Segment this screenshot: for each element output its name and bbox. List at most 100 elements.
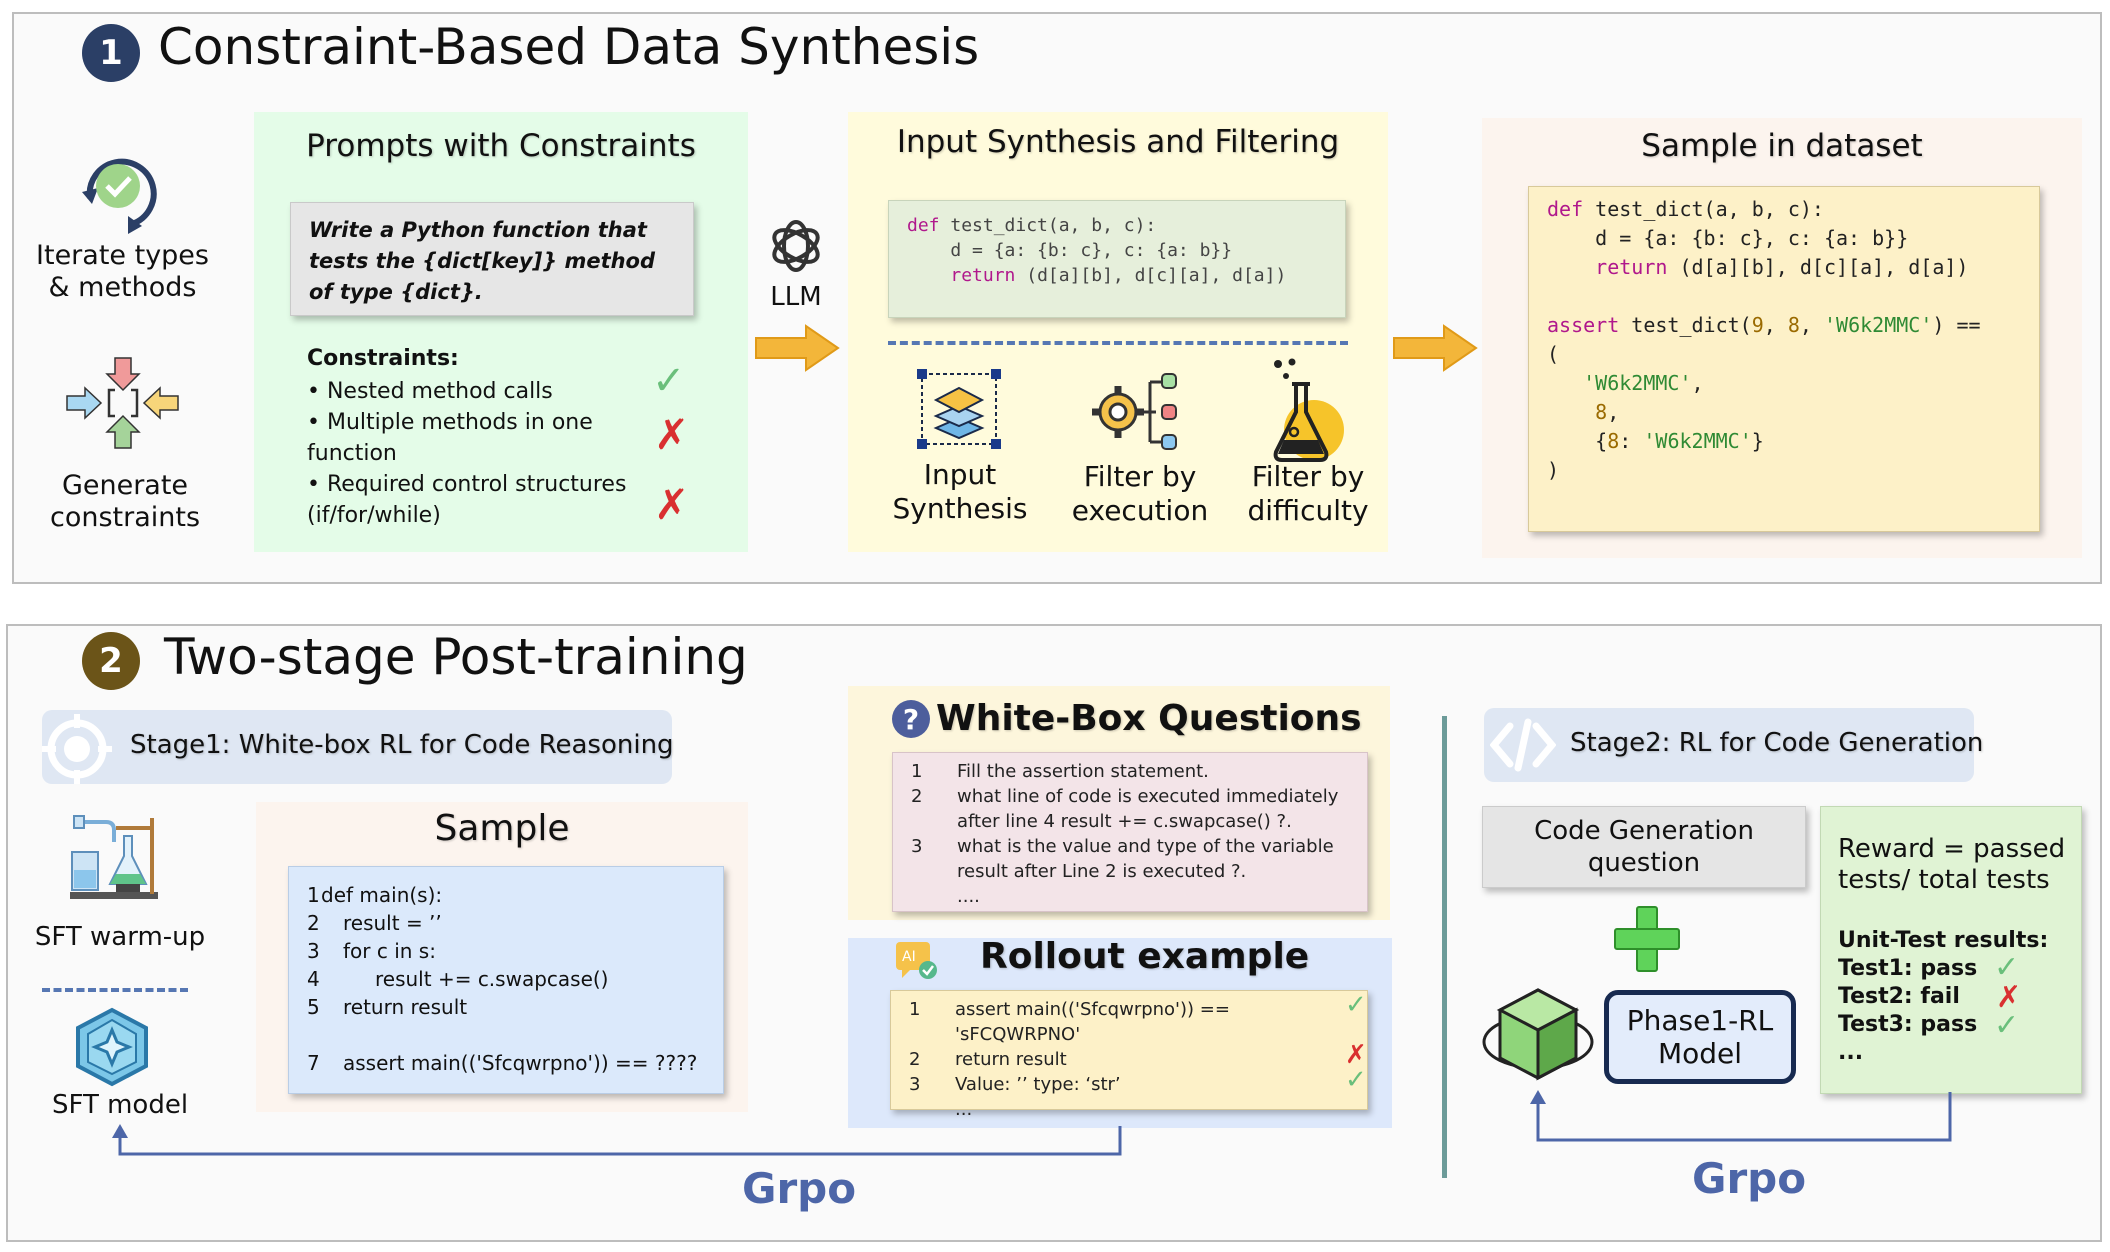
- rollout-line-number: 3: [909, 1074, 921, 1095]
- stage1-divider: [42, 988, 188, 992]
- rollout-line-number: 2: [909, 1049, 921, 1070]
- rollout-check-icon: ✓: [1345, 1065, 1367, 1095]
- sample-code-line-2: d = {a: {b: c}, c: {a: b}}: [1547, 226, 1909, 250]
- rollout-title: Rollout example: [980, 936, 1310, 977]
- phase1-model-box: Phase1-RL Model: [1604, 990, 1796, 1084]
- svg-text:AI: AI: [902, 949, 916, 965]
- line-number: 7: [307, 1051, 320, 1075]
- stage1-label: Stage1: White-box RL for Code Reasoning: [130, 730, 674, 760]
- question-text: what is the value and type of the variab…: [957, 836, 1334, 882]
- synth-code-line-2: d = {a: {b: c}, c: {a: b}}: [907, 240, 1233, 261]
- plus-icon: [1614, 906, 1680, 972]
- rollout-line: 3 Value: ’’ type: ‘str’ ✓: [909, 1067, 1367, 1097]
- gear-network-icon: [1092, 373, 1177, 450]
- flask-icon: [1273, 358, 1344, 462]
- line-text: return result: [343, 995, 468, 1019]
- flow-arrow-1: [755, 324, 840, 372]
- question-text: ....: [957, 886, 980, 907]
- constraint-1-check-icon: ✓: [652, 358, 686, 404]
- section2-number-badge: 2: [82, 632, 140, 690]
- grpo-label-left: Grpo: [742, 1164, 857, 1213]
- prompts-box: [254, 112, 748, 552]
- sample-code-line-9: {8: 'W6k2MMC'}: [1547, 429, 1764, 453]
- sample-dataset-title: Sample in dataset: [1641, 128, 1923, 164]
- llm-label: LLM: [770, 282, 822, 312]
- grpo-feedback-arrow-right: [1530, 1090, 1952, 1142]
- test-2-cross-icon: ✗: [1996, 980, 2022, 1015]
- ai-chat-icon: AI: [896, 942, 937, 979]
- constraint-3: • Required control structures (if/for/wh…: [307, 472, 627, 528]
- sample-line: 5 return result: [307, 993, 723, 1021]
- question-number: [911, 884, 957, 909]
- sample-code-line-3: return (d[a][b], d[c][a], d[a]): [1595, 255, 1969, 279]
- question-number: 2: [911, 786, 923, 807]
- sample-line: 7 assert main(('Sfcqwrpno')) == ????: [307, 1049, 723, 1077]
- sample-code-line-8: 8,: [1595, 400, 1620, 424]
- rollout-line-number: 1: [909, 999, 921, 1020]
- question-circle-icon: ?: [892, 700, 930, 738]
- rollout-line-text: Value: ’’ type: ‘str’: [955, 1074, 1121, 1095]
- test-2: Test2: fail: [1838, 984, 1960, 1009]
- line-text: for c in s:: [343, 939, 436, 963]
- line-text: result += c.swapcase(): [375, 967, 609, 991]
- constraint-2: • Multiple methods in one function: [307, 410, 593, 466]
- sample-code-line-10: ): [1547, 458, 1560, 482]
- iterate-cycle-icon: [82, 158, 157, 234]
- codegen-question-box: Code Generation question: [1482, 806, 1806, 888]
- sample-line: [307, 1021, 723, 1049]
- grpo-label-right: Grpo: [1692, 1154, 1807, 1203]
- stage1-sample-title: Sample: [434, 808, 570, 849]
- line-text: assert main(('Sfcqwrpno')) == ????: [343, 1051, 698, 1075]
- rollout-line-text: assert main(('Sfcqwrpno')) == 'sFCQWRPNO…: [955, 999, 1230, 1045]
- synthesis-code-box: def test_dict(a, b, c): d = {a: {b: c}, …: [888, 200, 1346, 318]
- stage-divider: [1442, 716, 1447, 1178]
- whitebox-question: ....: [911, 884, 1355, 909]
- chemistry-lab-icon: [70, 815, 158, 899]
- reward-formula: Reward = passed tests/ total tests: [1838, 834, 2066, 895]
- synth-code-line-1: def test_dict(a, b, c):: [907, 215, 1157, 236]
- generate-constraints-label: Generate constraints: [49, 470, 201, 534]
- grpo-feedback-arrow-left: [112, 1124, 1122, 1156]
- llm-logo-icon: [772, 220, 820, 272]
- constraints-header: Constraints:: [307, 346, 459, 371]
- rollout-line-text: return result: [955, 1049, 1067, 1070]
- question-text: Fill the assertion statement.: [957, 761, 1209, 782]
- sample-code-line-6: (: [1547, 342, 1560, 366]
- section1-number-badge: 1: [82, 24, 140, 82]
- synth-code-line-3: return (d[a][b], d[c][a], d[a]): [950, 265, 1287, 286]
- test-1: Test1: pass: [1838, 956, 1978, 981]
- line-number: 5: [307, 995, 320, 1019]
- constraint-3-cross-icon: ✗: [654, 480, 690, 529]
- question-text: what line of code is executed immediatel…: [957, 786, 1339, 832]
- line-number: [307, 1021, 321, 1049]
- sft-warmup-label: SFT warm-up: [34, 922, 206, 952]
- prompt-instruction-box: Write a Python function that tests the {…: [290, 202, 694, 316]
- cube-model-icon: [76, 1007, 148, 1087]
- layers-icon: [917, 369, 1001, 449]
- step-filter-execution: Filter by execution: [1071, 460, 1209, 527]
- stage2-banner: [1484, 708, 1974, 782]
- code-brackets-icon: [1490, 718, 1556, 772]
- test-1-check-icon: ✓: [1994, 950, 2020, 985]
- rollout-check-icon: ✓: [1345, 990, 1367, 1020]
- section1-title: Constraint-Based Data Synthesis: [158, 18, 980, 76]
- converge-arrows-icon: [66, 357, 179, 449]
- synthesis-box: [848, 112, 1388, 552]
- synthesis-title: Input Synthesis and Filtering: [896, 124, 1340, 160]
- section2-title: Two-stage Post-training: [164, 628, 748, 686]
- reward-box: [1820, 806, 2082, 1094]
- question-number: 3: [911, 836, 923, 857]
- step-filter-difficulty: Filter by difficulty: [1247, 460, 1369, 527]
- line-number: 4: [307, 967, 320, 991]
- sample-code-line-1: def test_dict(a, b, c):: [1547, 197, 1824, 221]
- whitebox-title: White-Box Questions: [936, 698, 1362, 739]
- stage1-banner: [42, 710, 672, 784]
- iterate-types-label: Iterate types & methods: [36, 240, 209, 304]
- rollout-line-number: [909, 1097, 955, 1122]
- test-3-check-icon: ✓: [1994, 1008, 2020, 1043]
